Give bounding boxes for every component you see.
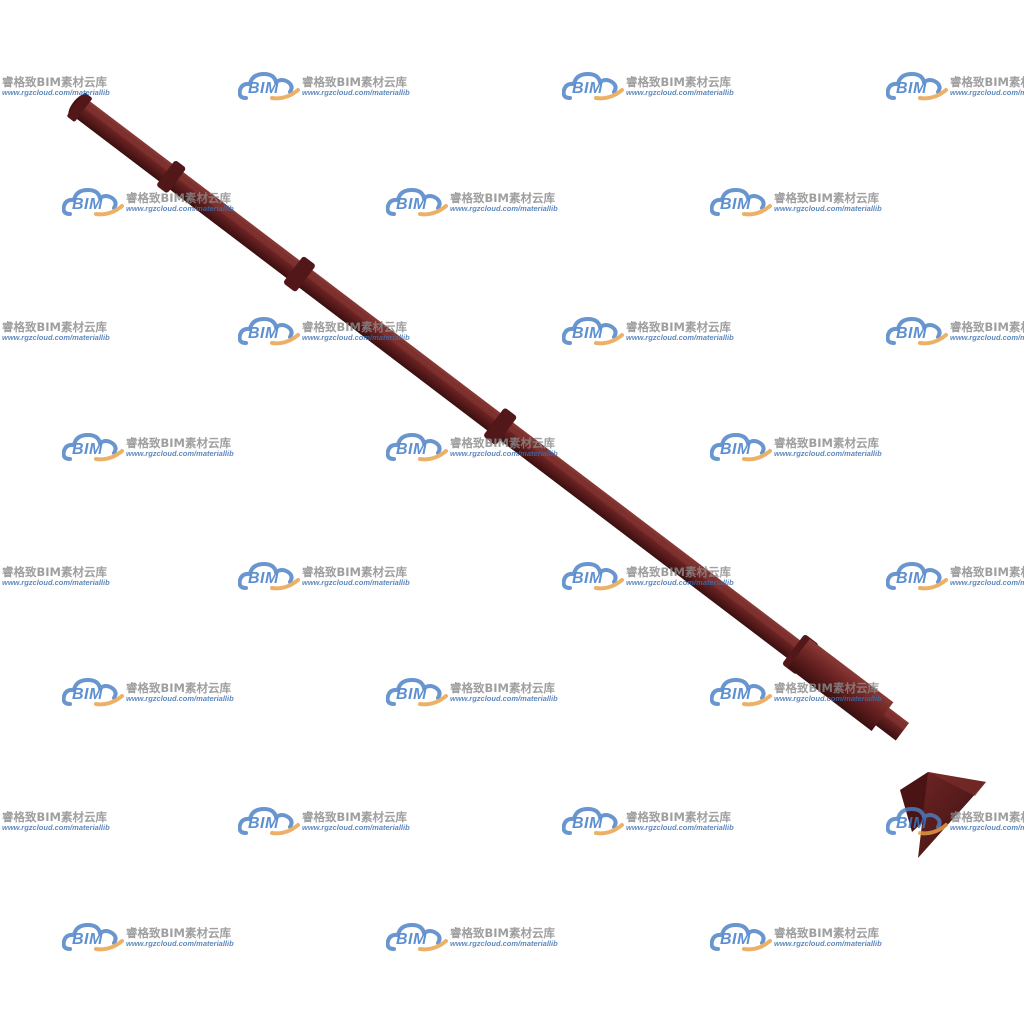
pipe-texture [79, 101, 907, 731]
pipe-lower-section [787, 638, 894, 731]
flange [283, 256, 315, 292]
pipe-shaft [71, 97, 910, 741]
flange [484, 408, 517, 445]
flange [157, 160, 186, 193]
flange [67, 93, 92, 122]
pipe-funnel [918, 772, 986, 858]
pipe-funnel-edge [928, 772, 986, 796]
